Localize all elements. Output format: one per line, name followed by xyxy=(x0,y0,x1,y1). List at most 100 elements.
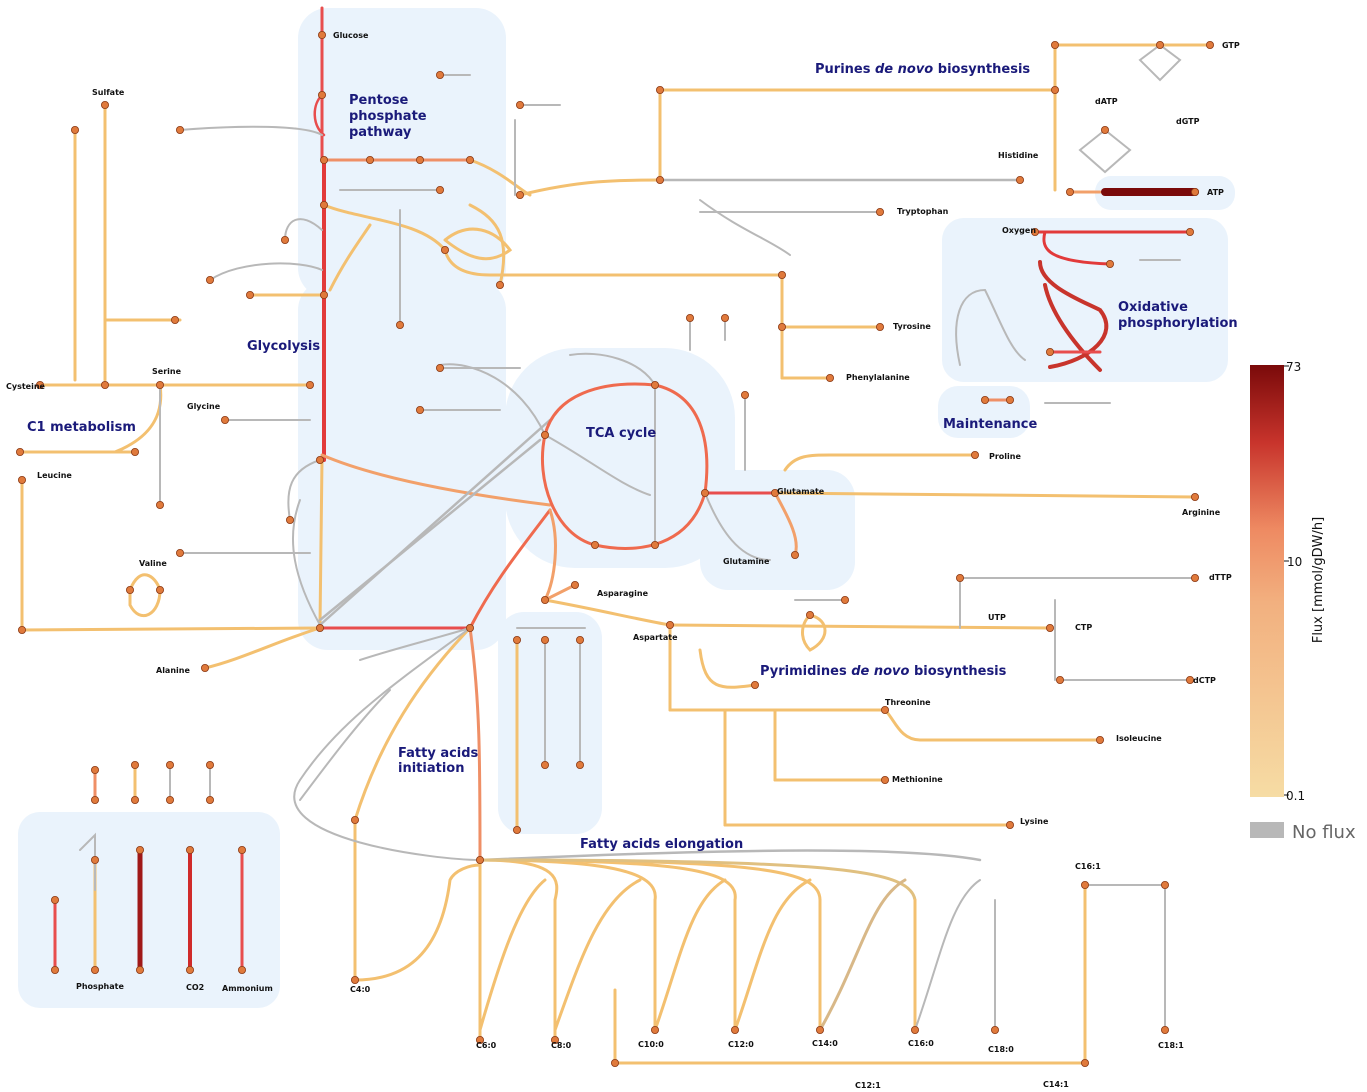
metabolite-node xyxy=(816,1026,825,1035)
label-sulfate: Sulfate xyxy=(92,88,125,97)
metabolite-node xyxy=(165,796,174,805)
metabolite-node xyxy=(415,405,424,414)
metabolite-node xyxy=(956,574,965,583)
region-glycolysis xyxy=(298,280,506,650)
region-exchange xyxy=(18,812,280,1008)
metabolite-node xyxy=(778,270,787,279)
region-fatty-init xyxy=(498,612,602,834)
metabolite-node xyxy=(971,450,980,459)
metabolite-node xyxy=(435,71,444,80)
legend-title: Flux [mmol/gDW/h] xyxy=(1311,517,1326,643)
metabolite-node xyxy=(135,966,144,975)
metabolite-node xyxy=(305,380,314,389)
metabolite-node xyxy=(319,290,328,299)
metabolite-node xyxy=(1051,86,1060,95)
metabolite-node xyxy=(319,200,328,209)
metabolite-node xyxy=(1046,624,1055,633)
metabolite-node xyxy=(551,1036,560,1045)
c1-pathway xyxy=(18,103,312,632)
metabolite-node xyxy=(721,313,730,322)
metabolite-node xyxy=(881,776,890,785)
label-asparagine: Asparagine xyxy=(597,589,649,598)
metabolite-node xyxy=(991,1026,1000,1035)
metabolite-node xyxy=(656,175,665,184)
legend-tick-mid: 10 xyxy=(1287,555,1302,569)
metabolite-node xyxy=(686,313,695,322)
label-c18: C18:0 xyxy=(988,1045,1014,1054)
metabolite-node xyxy=(237,966,246,975)
pathway-regions xyxy=(18,8,1235,1008)
metabolite-node xyxy=(1096,736,1105,745)
metabolite-node xyxy=(17,626,26,635)
label-glutamine: Glutamine xyxy=(723,557,770,566)
region-labels: Pentose phosphate pathway Glycolysis TCA… xyxy=(27,62,1238,852)
label-c4: C4:0 xyxy=(350,985,371,994)
metabolite-node xyxy=(245,290,254,299)
inactive-connectors xyxy=(293,74,746,861)
metabolite-node xyxy=(435,363,444,372)
metabolite-node xyxy=(841,596,850,605)
metabolite-labels: Glucose Sulfate Cysteine Serine Glycine … xyxy=(6,31,1240,1090)
label-serine: Serine xyxy=(152,367,182,376)
metabolite-node xyxy=(440,245,449,254)
exchange-fluxes xyxy=(53,763,244,973)
metabolite-node xyxy=(541,761,550,770)
label-leucine: Leucine xyxy=(37,471,72,480)
label-ammonium: Ammonium xyxy=(222,984,273,993)
metabolite-node xyxy=(155,380,164,389)
label-dctp: dCTP xyxy=(1193,676,1216,685)
metabolite-node xyxy=(280,235,289,244)
metabolite-node xyxy=(350,976,359,985)
metabolite-node xyxy=(135,846,144,855)
metabolite-node xyxy=(1191,492,1200,501)
label-oxphos-2: phosphorylation xyxy=(1118,316,1238,331)
metabolite-node xyxy=(101,380,110,389)
metabolite-node xyxy=(155,500,164,509)
metabolite-node xyxy=(175,126,184,135)
label-phosphate: Phosphate xyxy=(76,982,124,991)
metabolite-node xyxy=(220,415,229,424)
label-phenylalanine: Phenylalanine xyxy=(846,373,910,382)
metabolite-node xyxy=(591,541,600,550)
metabolite-node xyxy=(17,475,26,484)
label-fa-init-1: Fatty acids xyxy=(398,746,479,761)
label-glutamate: Glutamate xyxy=(777,487,825,496)
metabolite-node xyxy=(1031,227,1040,236)
label-ppp-2: phosphate xyxy=(349,109,427,124)
label-histidine: Histidine xyxy=(998,151,1039,160)
oxphos-pathway xyxy=(955,230,1192,404)
label-glycolysis: Glycolysis xyxy=(247,339,320,354)
label-aspartate: Aspartate xyxy=(633,633,678,642)
metabolite-node xyxy=(205,761,214,770)
metabolite-node xyxy=(91,856,100,865)
label-co2: CO2 xyxy=(186,983,204,992)
metabolite-node xyxy=(415,155,424,164)
label-methionine: Methionine xyxy=(892,775,943,784)
label-c12-1: C12:1 xyxy=(855,1081,881,1090)
metabolite-node xyxy=(1206,41,1215,50)
label-ppp-3: pathway xyxy=(349,125,412,140)
label-lysine: Lysine xyxy=(1020,817,1049,826)
label-threonine: Threonine xyxy=(885,698,931,707)
metabolite-node xyxy=(175,549,184,558)
region-glutamate xyxy=(700,470,855,590)
metabolite-node xyxy=(200,664,209,673)
metabolite-node xyxy=(876,207,885,216)
metabolite-node xyxy=(1156,41,1165,50)
metabolite-node xyxy=(1191,574,1200,583)
metabolite-node xyxy=(315,624,324,633)
metabolite-node xyxy=(319,155,328,164)
metabolite-node xyxy=(317,30,326,39)
label-fa-init-2: initiation xyxy=(398,761,464,776)
metabolite-node xyxy=(465,624,474,633)
label-c18-1: C18:1 xyxy=(1158,1041,1184,1050)
pyruvate-branch xyxy=(18,508,557,862)
metabolite-node xyxy=(15,447,24,456)
flux-legend: 73 10 0.1 Flux [mmol/gDW/h] No flux xyxy=(1250,360,1356,843)
label-cysteine: Cysteine xyxy=(6,382,46,391)
label-arginine: Arginine xyxy=(1182,508,1221,517)
metabolite-node xyxy=(771,488,780,497)
metabolite-node xyxy=(91,796,100,805)
metabolite-node xyxy=(101,101,110,110)
metabolite-node xyxy=(1101,126,1110,135)
